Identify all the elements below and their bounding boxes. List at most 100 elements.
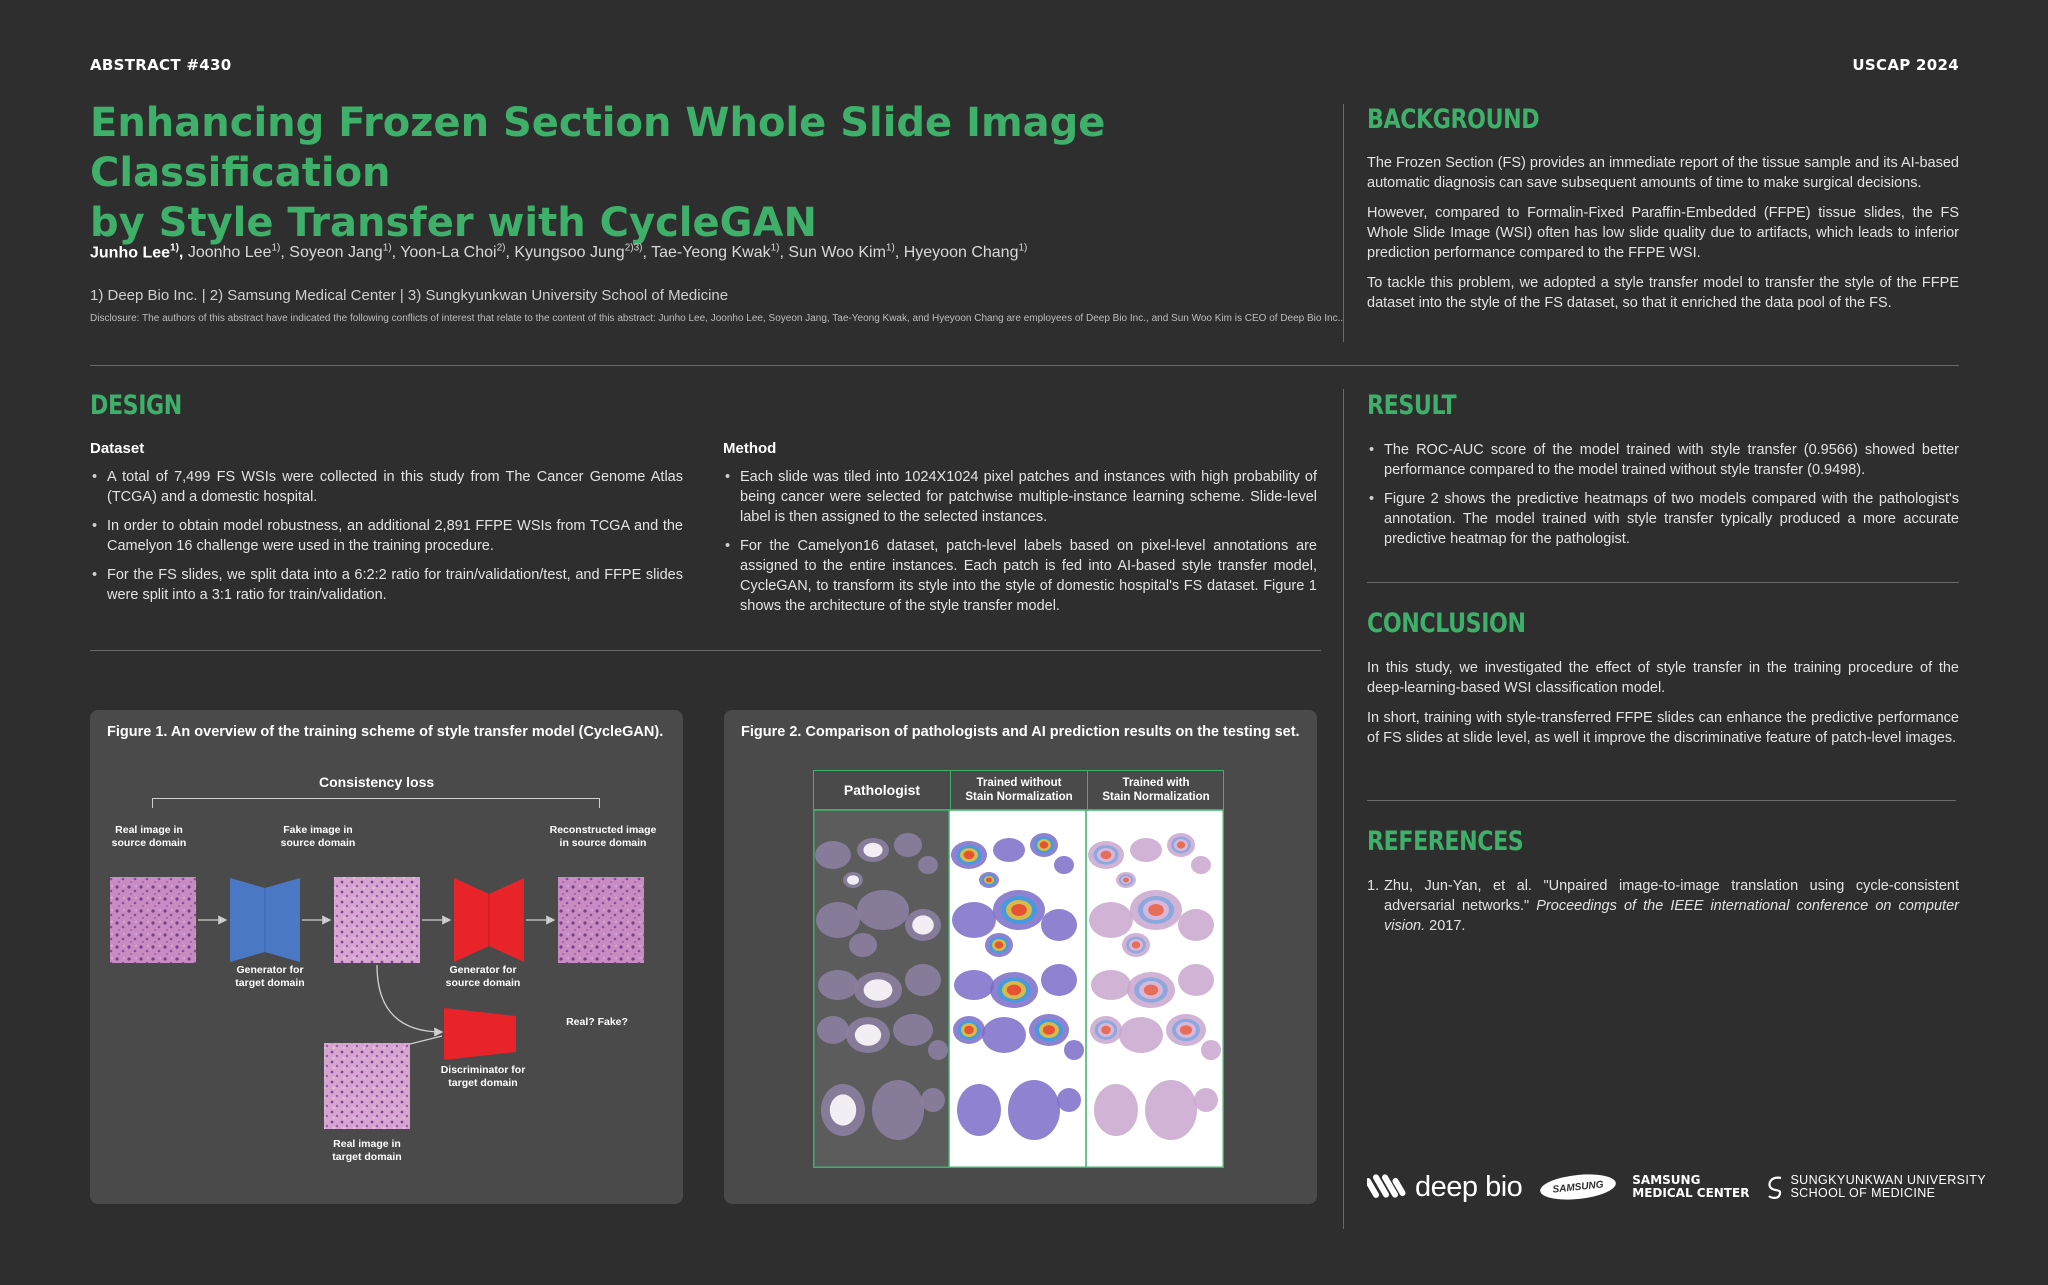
heatmap-spot	[1123, 877, 1129, 883]
title-line-1: Enhancing Frozen Section Whole Slide Ima…	[90, 100, 1106, 196]
tissue-blob	[1064, 1040, 1084, 1060]
author-name: Joonho Lee	[187, 244, 272, 262]
list-item: For the FS slides, we split data into a …	[90, 565, 683, 605]
author-affiliation-sup: 1)	[1018, 243, 1028, 254]
pathologist-annotation	[863, 979, 893, 1001]
fake-source-image	[334, 877, 420, 963]
tissue-blob	[893, 1014, 933, 1046]
author-name: Tae-Yeong Kwak	[646, 244, 771, 262]
tissue-blob	[817, 1016, 849, 1044]
design-heading: DESIGN	[90, 390, 182, 421]
method-heading: Method	[723, 440, 777, 457]
tissue-blob	[1119, 1017, 1163, 1053]
reference-number: 1.	[1367, 878, 1380, 894]
consistency-loss-label: Consistency loss	[319, 774, 435, 790]
skku-emblem-icon	[1768, 1176, 1782, 1199]
author-affiliation-sup: 1)	[885, 243, 895, 254]
heatmap-spot	[1011, 904, 1027, 916]
references-heading: REFERENCES	[1367, 826, 1524, 857]
heatmap-spot	[1143, 984, 1159, 996]
tissue-blob	[1008, 1080, 1060, 1140]
divider-vertical-bottom	[1343, 389, 1344, 1229]
deepbio-wordmark: deep bio	[1415, 1170, 1523, 1203]
tissue-blob	[815, 841, 851, 869]
heatmap-spot	[994, 941, 1004, 949]
author-affiliation-sup: 1)	[271, 243, 281, 254]
background-paragraph: To tackle this problem, we adopted a sty…	[1367, 275, 1959, 311]
method-bullets: Each slide was tiled into 1024X1024 pixe…	[723, 467, 1317, 625]
heatmap-spot	[1148, 904, 1164, 916]
tissue-blob	[921, 1088, 945, 1112]
conclusion-body: In this study, we investigated the effec…	[1367, 658, 1959, 758]
tissue-blob	[816, 902, 860, 938]
tissue-blob	[1191, 856, 1211, 874]
title-line-2: by Style Transfer with CycleGAN	[90, 200, 817, 246]
tissue-blob	[1057, 1088, 1081, 1112]
tissue-blob	[1089, 902, 1133, 938]
tissue-blob	[952, 902, 996, 938]
label-gen-target: Generator for target domain	[235, 964, 305, 989]
samsung-logo: SAMSUNG	[1539, 1171, 1618, 1203]
tissue-blob	[1041, 964, 1077, 996]
consistency-bracket	[152, 798, 600, 808]
first-author: Junho Lee	[90, 244, 171, 262]
reference-text: Zhu, Jun-Yan, et al. "Unpaired image-to-…	[1384, 878, 1959, 914]
tissue-blob	[818, 970, 858, 1000]
skku-logo: SUNGKYUNKWAN UNIVERSITY SCHOOL OF MEDICI…	[1765, 1174, 1986, 1200]
label-real-source: Real image in source domain	[111, 824, 187, 849]
author-affiliation-sup: 1)	[770, 243, 780, 254]
real-source-image	[110, 877, 196, 963]
tissue-blob	[1041, 909, 1077, 941]
background-paragraph: However, compared to Formalin-Fixed Para…	[1367, 205, 1959, 261]
pathologist-annotation	[912, 915, 934, 935]
tissue-blob	[993, 838, 1025, 862]
divider-conclusion	[1367, 800, 1956, 801]
result-heading: RESULT	[1367, 390, 1457, 421]
divider-horizontal-design	[90, 650, 1321, 651]
logo-row: deep bio SAMSUNG SAMSUNG MEDICAL CENTER …	[1367, 1164, 1986, 1210]
reference-item: 1. Zhu, Jun-Yan, et al. "Unpaired image-…	[1367, 876, 1959, 936]
disclosure: Disclosure: The authors of this abstract…	[90, 313, 1344, 324]
figure-1-panel: Figure 1. An overview of the training sc…	[90, 710, 683, 1204]
label-recon-source: Reconstructed image in source domain	[549, 824, 657, 849]
cyclegan-diagram	[110, 877, 644, 1129]
author-affiliation-sup: 2)3)	[624, 243, 643, 254]
author-name: Soyeon Jang	[284, 244, 383, 262]
poster-title: Enhancing Frozen Section Whole Slide Ima…	[90, 98, 1290, 248]
tissue-blob	[1178, 964, 1214, 996]
conclusion-heading: CONCLUSION	[1367, 608, 1526, 639]
skku-line-2: SCHOOL OF MEDICINE	[1790, 1186, 1936, 1200]
tissue-blob	[894, 833, 922, 857]
pathologist-annotation	[863, 842, 883, 858]
conference-name: USCAP 2024	[1852, 56, 1959, 74]
author-list: Junho Lee1), Joonho Lee1), Soyeon Jang1)…	[90, 243, 1028, 262]
tissue-blob	[1178, 909, 1214, 941]
list-item: For the Camelyon16 dataset, patch-level …	[723, 536, 1317, 616]
heatmap-spot	[1039, 841, 1049, 849]
list-item: A total of 7,499 FS WSIs were collected …	[90, 467, 683, 507]
tissue-blob	[1130, 838, 1162, 862]
smc-line-1: SAMSUNG	[1632, 1173, 1701, 1187]
col-pathologist: Pathologist	[843, 782, 921, 798]
discriminator-shape	[444, 1008, 516, 1060]
label-real-fake: Real? Fake?	[566, 1016, 628, 1028]
list-item: Each slide was tiled into 1024X1024 pixe…	[723, 467, 1317, 527]
divider-result	[1367, 582, 1959, 583]
list-item: Figure 2 shows the predictive heatmaps o…	[1367, 489, 1959, 549]
tissue-blob	[1201, 1040, 1221, 1060]
label-real-target: Real image in target domain	[332, 1138, 402, 1163]
heatmap-spot	[1006, 984, 1022, 996]
author-name: Hyeyoon Chang	[899, 244, 1019, 262]
heatmap-spot	[964, 1025, 974, 1035]
col-without-stain: Trained without Stain Normalization	[950, 771, 1087, 809]
reference-year: 2017.	[1425, 918, 1466, 934]
tissue-blob	[1094, 1084, 1138, 1136]
divider-horizontal-top	[90, 365, 1959, 366]
figure-2-caption: Figure 2. Comparison of pathologists and…	[741, 724, 1300, 740]
heatmap-spot	[1101, 1025, 1111, 1035]
background-paragraph: The Frozen Section (FS) provides an imme…	[1367, 155, 1959, 191]
tissue-blob	[1194, 1088, 1218, 1112]
tissue-blob	[1091, 970, 1131, 1000]
tissue-blob	[1145, 1080, 1197, 1140]
deepbio-logo: deep bio	[1367, 1169, 1523, 1205]
